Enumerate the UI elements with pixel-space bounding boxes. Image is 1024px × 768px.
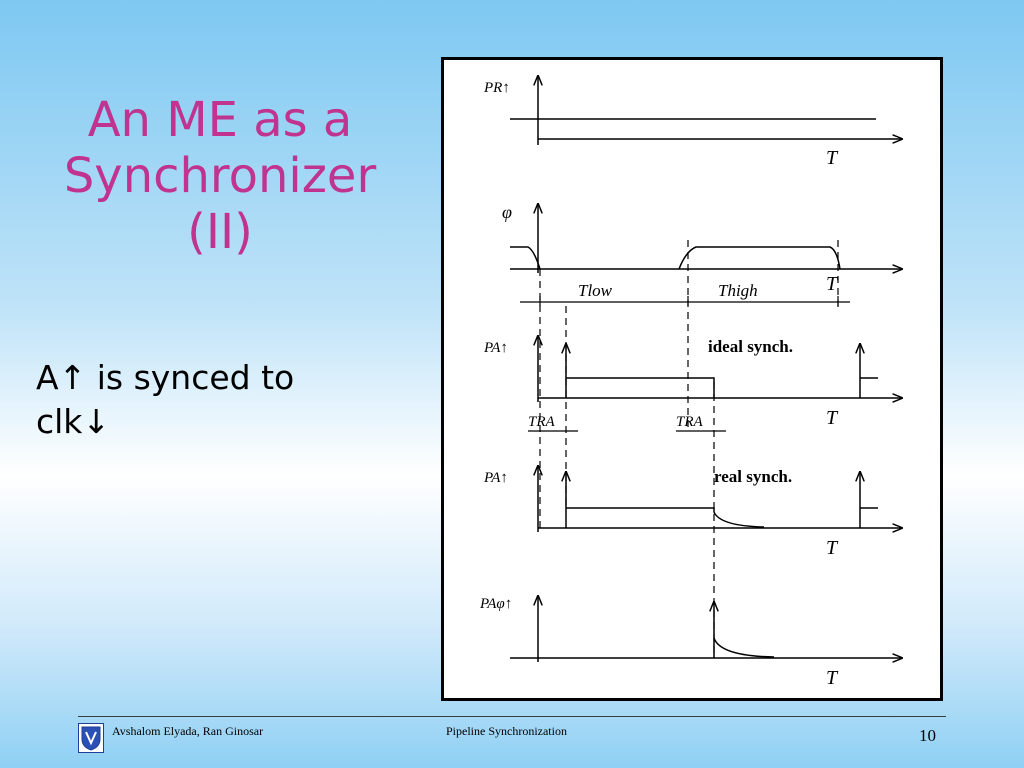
panel-pa-phi-axis-label: T: [826, 667, 839, 689]
panel-phi-clock-signal: [510, 246, 841, 270]
title-line-3: (II): [187, 204, 253, 260]
title-line-2: Synchronizer: [63, 148, 377, 204]
panel-phi-axis-label: T: [826, 273, 839, 295]
footer-authors: Avshalom Elyada, Ran Ginosar: [112, 724, 264, 738]
timing-diagram-svg: PR↑ T φ T Tlow Thigh PA↑: [479, 60, 940, 689]
title-line-1: An ME as a: [87, 92, 353, 148]
marker-tra-1: TRA: [528, 414, 556, 430]
interval-low-label: Tlow: [578, 281, 613, 300]
bullet-line-2: clk↓: [36, 402, 111, 441]
panel-real-label: PA↑: [483, 470, 508, 486]
panel-real-note: real synch.: [714, 467, 792, 486]
panel-pr: PR↑ T: [483, 76, 902, 169]
panel-ideal: PA↑ ideal synch. T TRA TRA: [483, 336, 902, 432]
panel-real: PA↑ real synch. T: [483, 466, 902, 559]
panel-ideal-pulse: [566, 377, 715, 398]
panel-phi: φ T Tlow Thigh: [502, 202, 902, 306]
panel-real-axis-label: T: [826, 537, 839, 559]
university-logo: [78, 723, 104, 753]
page-number: 10: [919, 726, 936, 745]
panel-pr-label: PR↑: [483, 80, 510, 96]
alignment-lines: [539, 240, 839, 658]
interval-high-label: Thigh: [718, 281, 758, 300]
panel-ideal-axis-label: T: [826, 407, 839, 429]
panel-phi-label: φ: [502, 202, 512, 222]
panel-pa-phi: PAφ↑ T: [479, 596, 902, 689]
panel-real-pulse: [566, 507, 765, 528]
panel-pa-phi-label: PAφ↑: [479, 596, 512, 612]
slide-title: An ME as a Synchronizer (II): [20, 92, 420, 260]
bullet-text: A↑ is synced to clk↓: [36, 356, 416, 444]
footer-divider: [78, 716, 946, 717]
marker-tra-2: TRA: [676, 414, 704, 430]
panel-ideal-note: ideal synch.: [708, 337, 793, 356]
panel-pa-phi-decay: [713, 637, 775, 658]
footer-topic: Pipeline Synchronization: [446, 724, 567, 738]
bullet-line-1: A↑ is synced to: [36, 358, 295, 397]
timing-diagram: PR↑ T φ T Tlow Thigh PA↑: [441, 57, 943, 701]
shield-icon: [81, 726, 101, 751]
panel-pr-axis-label: T: [826, 147, 839, 169]
panel-ideal-label: PA↑: [483, 340, 508, 356]
